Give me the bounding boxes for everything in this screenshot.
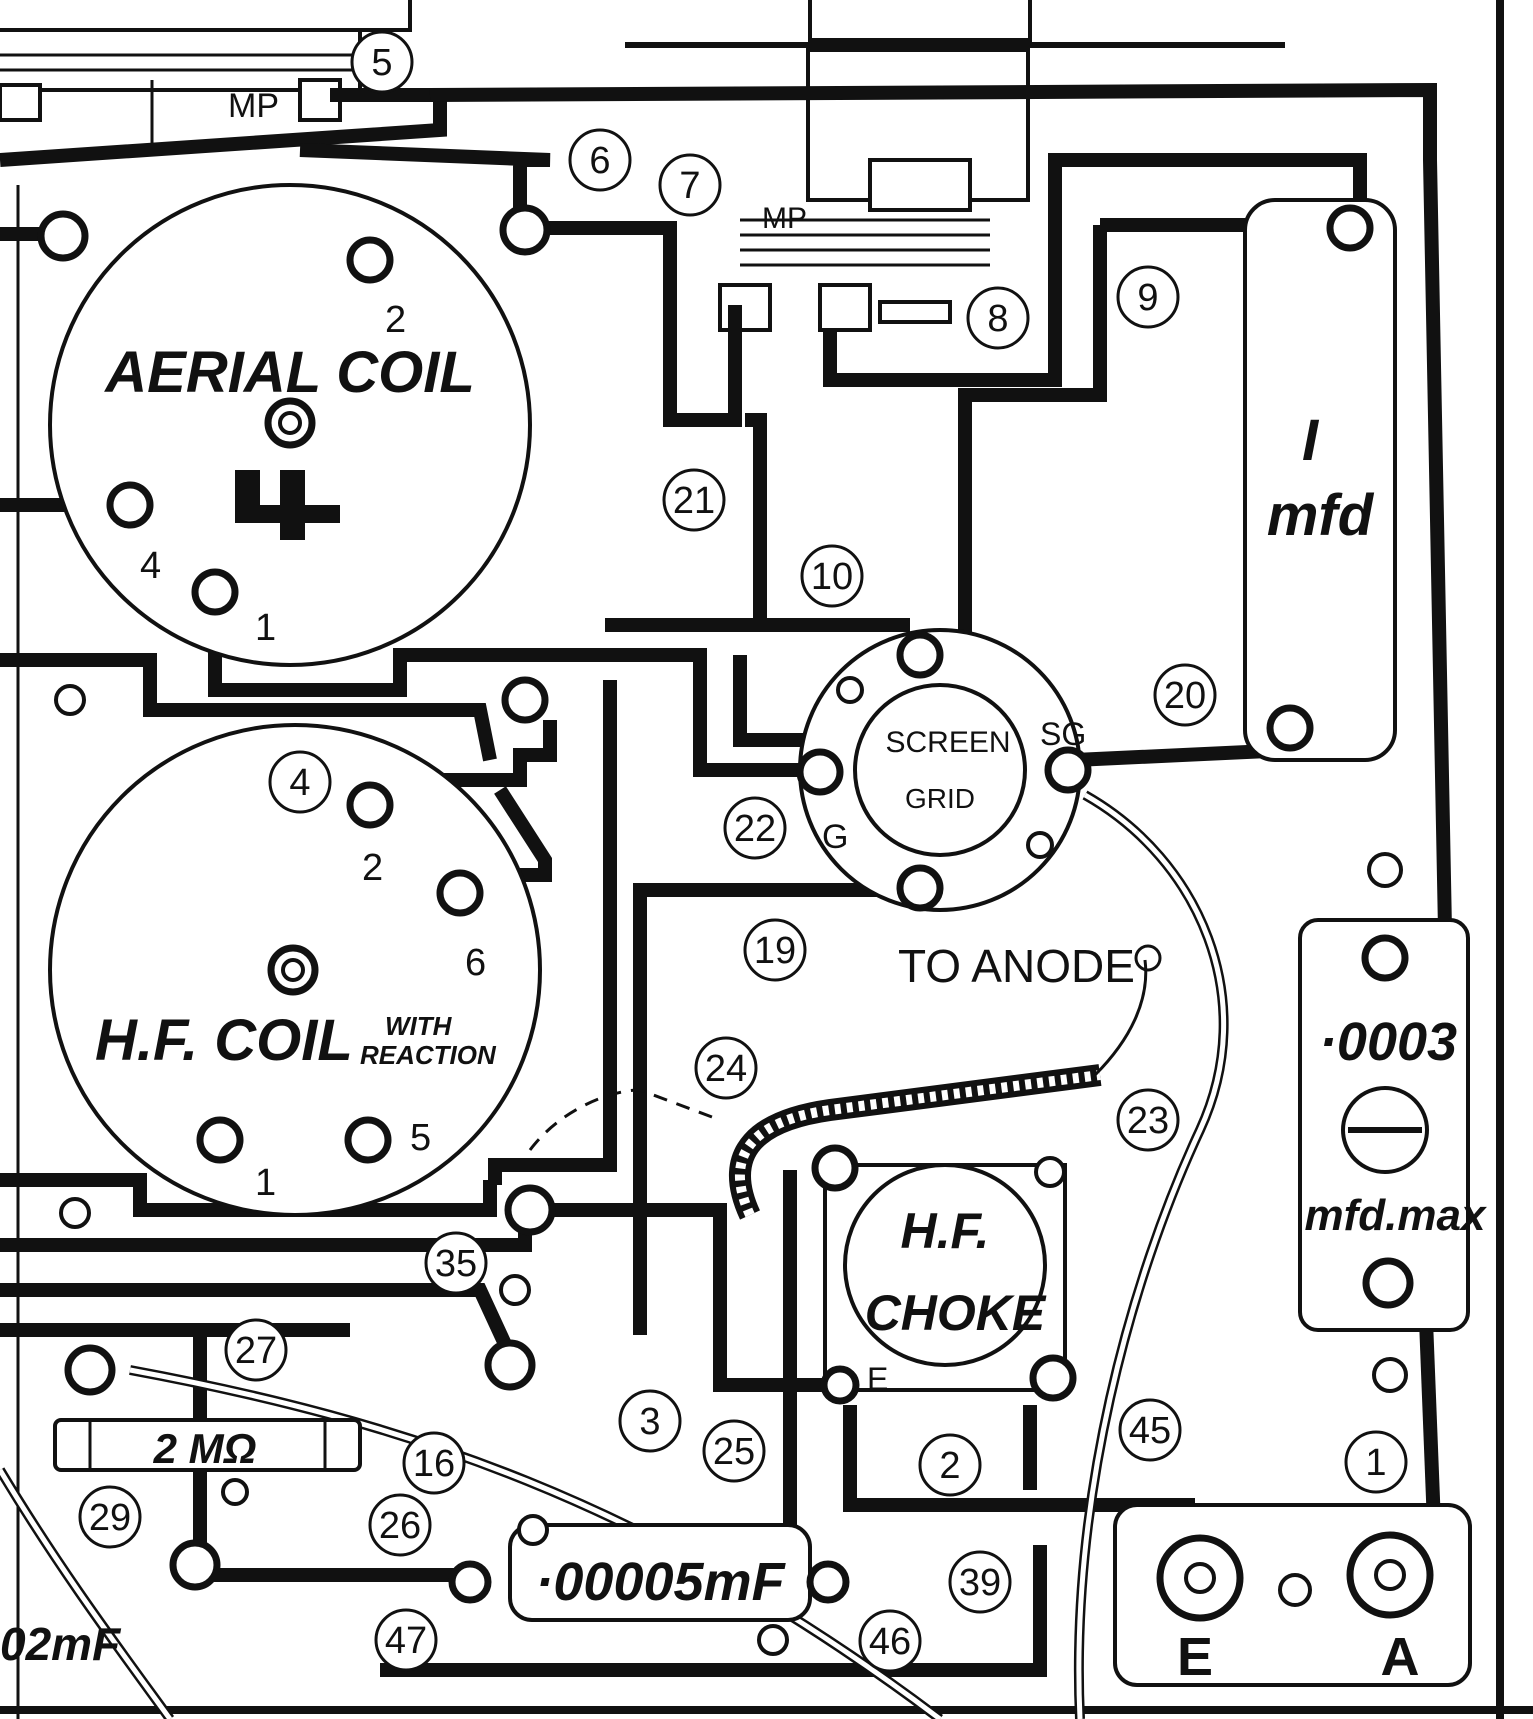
mp-label-right: MP: [762, 202, 807, 235]
wire-number-circle: [424, 1231, 488, 1295]
condenser-0003-value: ·0003: [1319, 1012, 1457, 1072]
wire-number-circle: [800, 544, 864, 608]
wire-number-circle: [1344, 1430, 1408, 1494]
hf-pin-6: 6: [465, 942, 486, 984]
wire-number: 7: [679, 165, 700, 207]
wire-number-circle: [78, 1485, 142, 1549]
wire-number: 2: [939, 1445, 960, 1487]
condenser-00005: ·00005mF: [448, 1514, 850, 1656]
misc-terminals: [37, 204, 556, 1591]
hf-choke-line1: H.F.: [901, 1203, 990, 1259]
wire-number-circle: [350, 30, 414, 94]
aerial-pin-1: 1: [255, 607, 276, 649]
aerial-pin-2: 2: [385, 299, 406, 341]
aerial-pin-4: 4: [140, 545, 161, 587]
to-anode-label: TO ANODE: [898, 940, 1135, 992]
wire-number: 8: [987, 298, 1008, 340]
wire-number: 19: [754, 930, 796, 972]
valve-g-label: G: [822, 818, 848, 856]
wire-number: 20: [1164, 675, 1206, 717]
hf-choke: H.F. CHOKE E: [811, 1144, 1077, 1405]
terminal-a-label: A: [1381, 1627, 1420, 1687]
wire-number: 6: [589, 140, 610, 182]
terminal-e-label: E: [1177, 1627, 1213, 1687]
wire-number-circle: [268, 750, 332, 814]
wire-number: 23: [1127, 1100, 1169, 1142]
hf-pin-2: 2: [362, 847, 383, 889]
wire-number-circle: [694, 1036, 758, 1100]
hf-pin-5: 5: [410, 1117, 431, 1159]
wire-number: 46: [869, 1621, 911, 1663]
condenser-0003: ·0003 mfd.max: [1298, 852, 1487, 1393]
wire-number-circle: [368, 1493, 432, 1557]
wire-number-circle: [402, 1431, 466, 1495]
wire-number-circle: [1116, 1088, 1180, 1152]
valve-sg-label: SG: [1040, 716, 1086, 752]
wire-number: 47: [385, 1620, 427, 1662]
wire-number-circle: [858, 1609, 922, 1673]
wire-number-circle: [568, 128, 632, 192]
wire-number-circle: [948, 1550, 1012, 1614]
valve-grid-label: GRID: [905, 783, 975, 814]
wire-number: 29: [89, 1497, 131, 1539]
wire-number-circle: [702, 1419, 766, 1483]
wire-number: 35: [435, 1243, 477, 1285]
condenser-0003-unit: mfd.max: [1305, 1191, 1487, 1240]
hf-coil-label: H.F. COIL: [95, 1008, 353, 1073]
aerial-coil: AERIAL COIL 2 4 1: [48, 183, 532, 667]
wire-number: 5: [371, 42, 392, 84]
wire-number-circle: [618, 1389, 682, 1453]
wire-number: 1: [1365, 1442, 1386, 1484]
wire-number-circle: [723, 796, 787, 860]
hf-coil: H.F. COIL WITH REACTION 2 6 1 5: [48, 723, 542, 1217]
condenser-02-label: 02mF: [0, 1618, 122, 1670]
wire-number: 3: [639, 1401, 660, 1443]
wire-number: 27: [235, 1330, 277, 1372]
screen-grid-valve: SCREEN GRID SG G TO ANODE: [796, 628, 1162, 992]
wire-number-circle: [918, 1433, 982, 1497]
wire-number-circle: [662, 468, 726, 532]
hf-pin-1: 1: [255, 1162, 276, 1204]
condenser-1mfd-line2: mfd: [1267, 483, 1375, 548]
wire-number-circle: [966, 286, 1030, 350]
condenser-00005-label: ·00005mF: [535, 1552, 786, 1612]
wire-number-circle: [224, 1318, 288, 1382]
wire-number-circle: [743, 918, 807, 982]
wire-number-circle: [658, 153, 722, 217]
wire-number: 21: [673, 480, 715, 522]
wire-number: 10: [811, 556, 853, 598]
grid-leak-resistor: 2 MΩ: [53, 1418, 362, 1472]
top-right-condenser: [625, 0, 1285, 332]
wire-number-circle: [374, 1608, 438, 1672]
wire-number: 22: [734, 808, 776, 850]
condenser-1mfd-line1: I: [1302, 408, 1320, 473]
wire-number: 25: [713, 1431, 755, 1473]
aerial-earth-strip: E A: [1113, 1503, 1472, 1687]
wire-number-circle: [1118, 1398, 1182, 1462]
resistor-label: 2 MΩ: [153, 1425, 257, 1472]
aerial-coil-label: AERIAL COIL: [103, 340, 475, 405]
mp-label-left: MP: [228, 87, 279, 125]
wire-number-circle: [1116, 265, 1180, 329]
screened-lead: [0, 790, 1229, 1719]
top-left-condenser: [0, 0, 412, 145]
hf-choke-line2: CHOKE: [865, 1285, 1047, 1341]
hf-coil-with-label: WITH: [385, 1011, 453, 1041]
wire-number-circle: [1153, 663, 1217, 727]
wire-number: 26: [379, 1505, 421, 1547]
wire-number: 45: [1129, 1410, 1171, 1452]
condenser-1mfd: I mfd: [1243, 198, 1397, 762]
valve-screen-label: SCREEN: [885, 726, 1010, 759]
hf-choke-e-label: E: [867, 1361, 888, 1397]
hf-coil-reaction-label: REACTION: [360, 1040, 497, 1070]
wire-number: 9: [1137, 277, 1158, 319]
wire-number: 39: [959, 1562, 1001, 1604]
wire-number: 24: [705, 1048, 747, 1090]
wire-number: 16: [413, 1443, 455, 1485]
wire-number: 4: [289, 762, 310, 804]
